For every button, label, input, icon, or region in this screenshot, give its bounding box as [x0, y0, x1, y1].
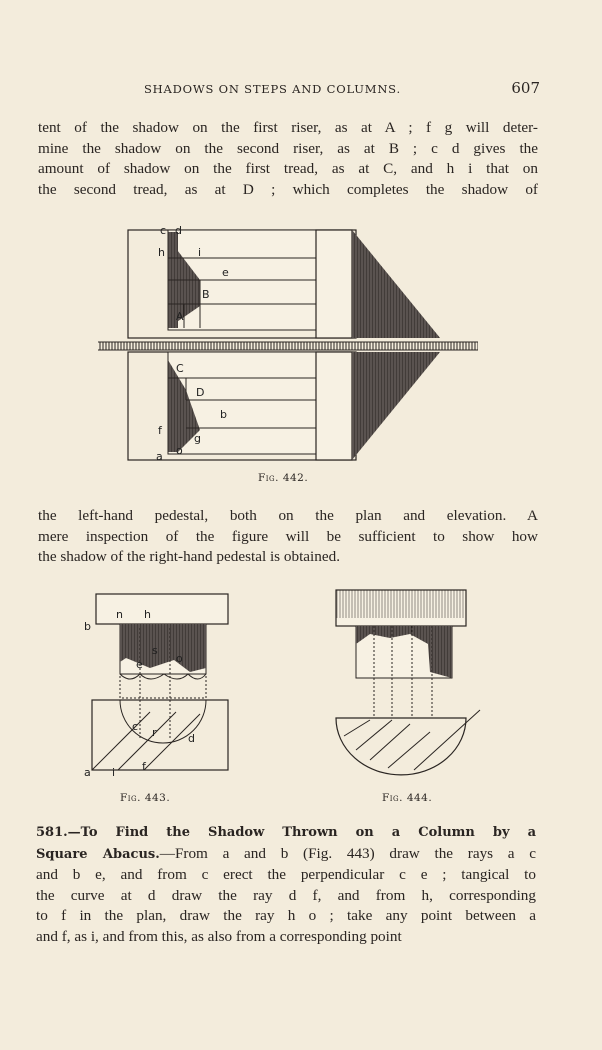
figure-443-drawing: b n h e s o c r d a i f — [84, 593, 229, 779]
figure-442-caption: Fig. 442. — [258, 472, 309, 484]
text-line: to f in the plan, draw the ray h o ; tak… — [36, 907, 536, 924]
text-line: amount of shadow on the first tread, as … — [38, 160, 538, 177]
section-number: 581. — [36, 825, 68, 840]
label-h: h — [158, 246, 165, 259]
section-heading-2: Square Abacus. — [36, 846, 160, 862]
section-heading-line: 581.—To Find the Shadow Thrown on a Colu… — [36, 822, 536, 844]
label-s: s — [152, 644, 158, 657]
label-b: b — [220, 408, 227, 421]
label-C: C — [176, 362, 184, 375]
text-line: the left-hand pedestal, both on the plan… — [38, 507, 538, 524]
figure-442-drawing: c d h i e B A C D b f g a o — [98, 224, 478, 463]
text-line: mere inspection of the figure will be su… — [38, 527, 538, 545]
figure-444-caption: Fig. 444. — [382, 792, 433, 804]
text-line: mine the shadow on the second riser, as … — [38, 139, 538, 157]
label-c: c — [132, 720, 138, 733]
label-c: c — [160, 224, 166, 237]
paragraph-1: tent of the shadow on the first riser, a… — [38, 118, 538, 200]
text-line: and b e, and from c erect the perpendicu… — [36, 866, 536, 883]
text-fragment: —From a and b (Fig. 443) draw the rays a… — [159, 844, 537, 862]
label-n: n — [116, 608, 123, 621]
page-number: 607 — [511, 79, 540, 97]
paragraph-2: the left-hand pedestal, both on the plan… — [38, 506, 538, 568]
text-line: Square Abacus.—From a and b (Fig. 443) d… — [36, 844, 536, 866]
label-e: e — [222, 266, 229, 279]
label-o: o — [176, 444, 183, 457]
text-line: the curve at d draw the ray d f, and fro… — [36, 886, 536, 904]
label-g: g — [194, 432, 201, 445]
text-line: tent of the shadow on the first riser, a… — [38, 119, 538, 136]
label-f: f — [142, 760, 147, 773]
label-A: A — [176, 310, 184, 323]
label-f: f — [158, 424, 163, 437]
label-e: e — [136, 658, 143, 671]
label-B: B — [202, 288, 210, 301]
label-o: o — [176, 652, 183, 665]
text-line: and f, as i, and from this, as also from… — [36, 927, 402, 945]
section-581: 581.—To Find the Shadow Thrown on a Colu… — [36, 822, 536, 947]
label-i: i — [198, 246, 201, 259]
figure-443-caption: Fig. 443. — [120, 792, 171, 804]
label-i: i — [112, 766, 115, 779]
section-heading: —To Find the Shadow Thrown on a Column b… — [67, 825, 536, 840]
running-header: SHADOWS ON STEPS AND COLUMNS. 607 — [40, 79, 540, 100]
header-title: SHADOWS ON STEPS AND COLUMNS. — [144, 82, 401, 96]
figure-444-drawing — [335, 589, 481, 776]
text-line: the shadow of the right-hand pedestal is… — [38, 548, 340, 565]
label-d: d — [175, 224, 182, 237]
text-line: the second tread, as at D ; which comple… — [38, 180, 538, 198]
label-D: D — [196, 386, 204, 399]
label-a: a — [156, 450, 163, 463]
label-d: d — [188, 732, 195, 745]
label-h: h — [144, 608, 151, 621]
label-b: b — [84, 620, 91, 633]
label-r: r — [152, 726, 157, 739]
label-a: a — [84, 766, 91, 779]
